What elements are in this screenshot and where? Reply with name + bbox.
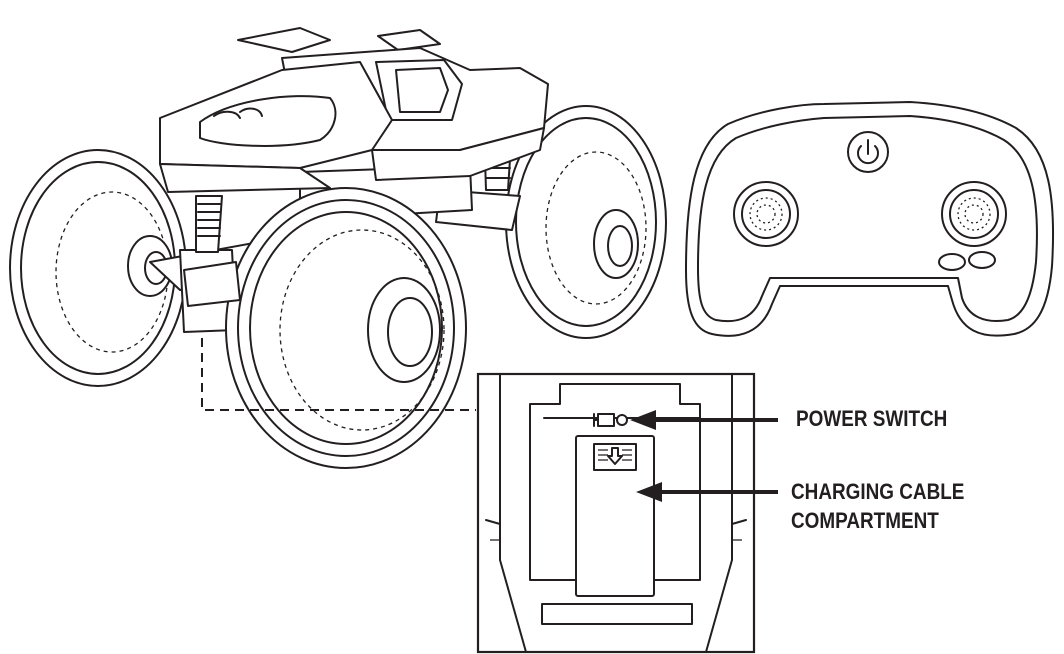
charging-cable-callout-arrow: [636, 482, 778, 502]
power-icon: [857, 139, 879, 165]
charging-cable-compartment-label: CHARGING CABLE COMPARTMENT: [791, 477, 964, 535]
left-joystick: [733, 181, 799, 247]
right-joystick: [941, 181, 1007, 247]
front-axle: [183, 261, 241, 307]
charging-cable-label-line1: CHARGING CABLE: [791, 479, 965, 504]
remote-small-button-right: [968, 251, 996, 269]
remote-controller: [685, 101, 1055, 337]
rear-left-wheel: [9, 149, 187, 387]
power-switch-callout-arrow: [630, 410, 778, 430]
detail-leader-line: [201, 338, 476, 411]
charging-cable-label-line2: COMPARTMENT: [791, 508, 939, 533]
power-switch: [593, 413, 628, 427]
monster-truck-illustration: [9, 27, 667, 469]
remote-small-button-left: [938, 253, 966, 271]
charging-cable-compartment-door: [575, 435, 655, 597]
truck-body: [159, 27, 549, 193]
front-left-wheel: [225, 187, 467, 469]
power-switch-label-text: POWER SWITCH: [796, 406, 948, 431]
underside-detail-view: [476, 372, 756, 654]
rear-right-wheel: [505, 105, 667, 339]
power-switch-label: POWER SWITCH: [796, 404, 947, 433]
down-arrow-icon: [598, 447, 632, 465]
